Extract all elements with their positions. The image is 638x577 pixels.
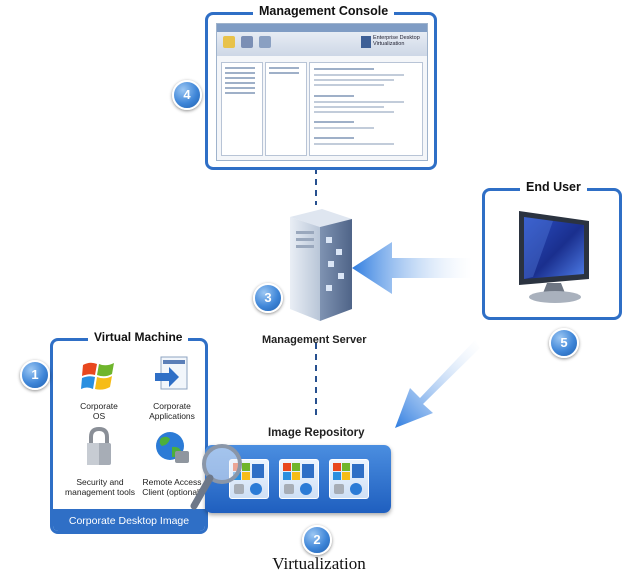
console-screenshot: Enterprise Desktop Virtualization bbox=[216, 23, 428, 161]
globe-icon bbox=[156, 432, 189, 463]
caption-line: Client (optional) bbox=[142, 487, 202, 497]
caption-line: Security and bbox=[76, 477, 124, 487]
toolbar-icon[interactable] bbox=[241, 36, 253, 48]
virtual-machine-title: Virtual Machine bbox=[88, 330, 189, 344]
vm-item-corporate-os: Corporate OS bbox=[61, 401, 137, 421]
management-console-title: Management Console bbox=[253, 4, 395, 18]
magnifier-icon bbox=[190, 444, 242, 510]
image-repository-title: Image Repository bbox=[268, 427, 365, 439]
caption-line: Remote Access bbox=[142, 477, 202, 487]
virtual-machine-frame: Corporate OS Corporate Applications Secu… bbox=[50, 338, 208, 534]
console-tree-pane[interactable] bbox=[221, 62, 263, 156]
arrow-end-user-to-repository bbox=[395, 340, 480, 428]
corporate-desktop-image-footer: Corporate Desktop Image bbox=[53, 509, 205, 531]
windows-logo-icon bbox=[81, 362, 114, 390]
caption-line: Corporate bbox=[153, 401, 191, 411]
management-server-label: Management Server bbox=[262, 334, 367, 346]
console-app-title: Enterprise Desktop Virtualization bbox=[373, 35, 420, 47]
image-repository-frame bbox=[205, 445, 391, 513]
vm-item-corporate-applications: Corporate Applications bbox=[133, 401, 205, 421]
vm-item-remote-access-client: Remote Access Client (optional) bbox=[133, 477, 205, 497]
end-user-title: End User bbox=[520, 180, 587, 194]
caption-line: Corporate bbox=[80, 401, 118, 411]
monitor-icon bbox=[519, 211, 589, 303]
console-settings-pane[interactable] bbox=[309, 62, 423, 156]
repository-image-2 bbox=[279, 459, 319, 499]
console-list-pane[interactable] bbox=[265, 62, 307, 156]
applications-icon bbox=[155, 356, 188, 390]
padlock-icon bbox=[87, 427, 111, 465]
step-badge-4: 4 bbox=[172, 80, 202, 110]
server-tower-icon bbox=[290, 209, 352, 321]
vm-item-security-tools: Security and management tools bbox=[57, 477, 143, 497]
repository-image-3 bbox=[329, 459, 369, 499]
caption-line: management tools bbox=[65, 487, 135, 497]
figure-caption: Virtualization bbox=[272, 554, 366, 573]
caption-line: OS bbox=[92, 411, 106, 421]
step-badge-5: 5 bbox=[549, 328, 579, 358]
app-title-line2: Virtualization bbox=[373, 41, 405, 47]
step-badge-2: 2 bbox=[302, 525, 332, 555]
step-badge-1: 1 bbox=[20, 360, 50, 390]
arrow-end-user-to-server bbox=[352, 242, 472, 294]
step-badge-3: 3 bbox=[253, 283, 283, 313]
management-console-frame: Enterprise Desktop Virtualization bbox=[205, 12, 437, 170]
end-user-frame bbox=[482, 188, 622, 320]
app-title-line1: Enterprise Desktop bbox=[373, 35, 420, 41]
caption-line: Applications bbox=[149, 411, 195, 421]
toolbar-icon[interactable] bbox=[223, 36, 235, 48]
toolbar-icon[interactable] bbox=[259, 36, 271, 48]
